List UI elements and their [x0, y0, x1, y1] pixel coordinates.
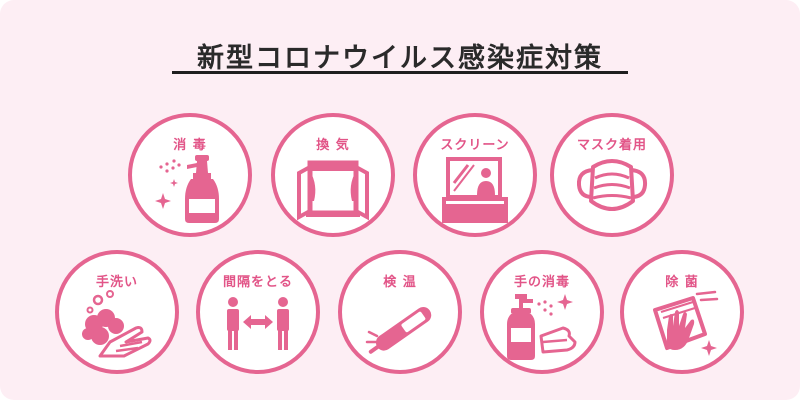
badge-label-hand-sanitize: 手の消毒: [513, 275, 570, 290]
badge-label-mask: マスク着用: [576, 138, 647, 153]
hand-washing-icon: [82, 290, 152, 358]
badge-mask: マスク着用: [550, 113, 674, 237]
badge-disinfection: 消 毒: [128, 113, 252, 237]
badge-distance: 間隔をとる: [196, 250, 320, 374]
badge-label-temperature: 検 温: [383, 275, 417, 290]
badge-ventilation: 換 気: [271, 113, 395, 237]
open-window-icon: [297, 160, 369, 221]
page-title: 新型コロナウイルス感染症対策: [197, 43, 603, 74]
hand-sanitizer-icon: [507, 294, 577, 360]
badge-handwash: 手洗い: [55, 250, 179, 374]
badge-label-disinfection: 消 毒: [173, 138, 207, 153]
spray-bottle-icon: [155, 155, 219, 223]
screen-partition-icon: [442, 157, 508, 223]
title-underline: [172, 71, 628, 74]
badge-hand-sanitize: 手の消毒: [480, 250, 604, 374]
social-distance-icon: [227, 297, 289, 350]
badge-label-sterilize: 除 菌: [665, 275, 699, 290]
badge-label-distance: 間隔をとる: [222, 275, 293, 290]
wiping-hand-icon: [653, 290, 719, 356]
badge-label-ventilation: 換 気: [316, 138, 350, 153]
badge-label-screen: スクリーン: [440, 138, 510, 153]
badge-sterilize: 除 菌: [620, 250, 744, 374]
badge-temperature: 検 温: [338, 250, 462, 374]
face-mask-icon: [576, 159, 648, 211]
badge-screen: スクリーン: [413, 113, 537, 237]
badge-label-handwash: 手洗い: [95, 275, 138, 290]
thermometer-icon: [365, 307, 432, 354]
